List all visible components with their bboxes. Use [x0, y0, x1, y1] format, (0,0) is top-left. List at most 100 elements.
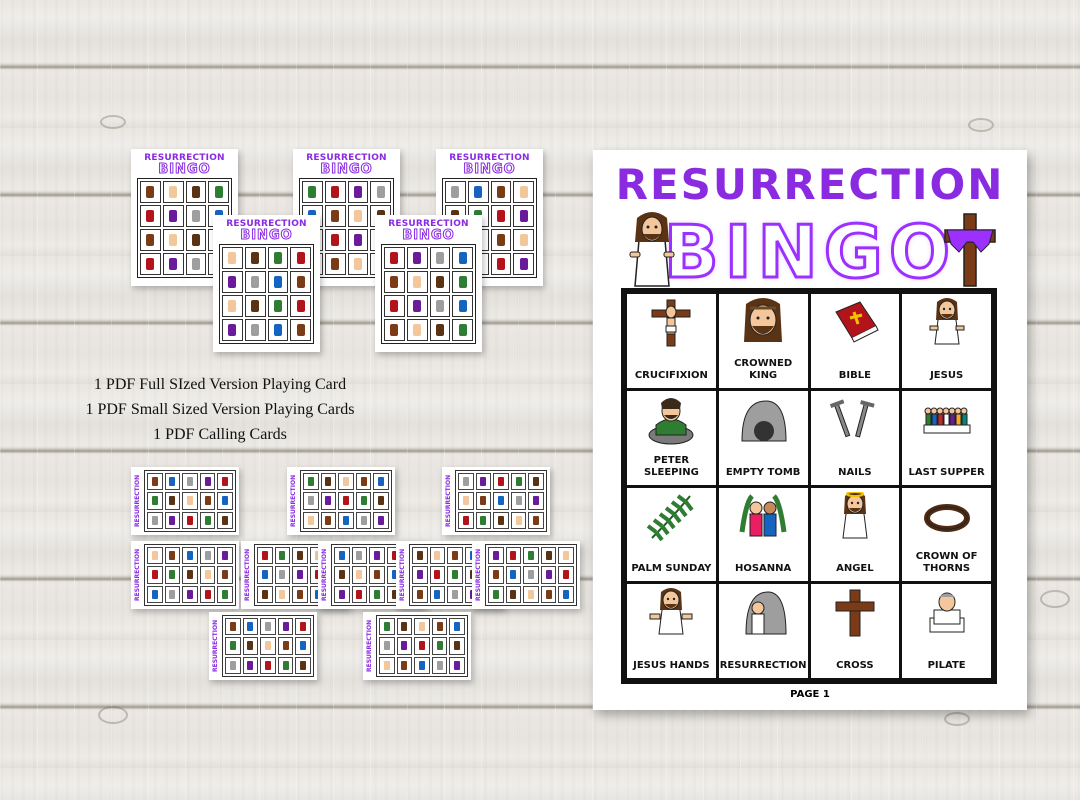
calling-card-cell	[558, 585, 574, 603]
small-card-cell	[429, 319, 451, 341]
calling-card-cell	[164, 511, 181, 529]
calling-card-cell	[164, 492, 181, 510]
small-card-cell	[452, 271, 473, 293]
calling-card-cell	[558, 566, 574, 584]
bingo-cell: PALM SUNDAY	[627, 487, 716, 582]
small-card-cell	[370, 181, 391, 203]
calling-card-cell	[412, 547, 428, 565]
calling-card-grid	[300, 470, 392, 532]
calling-card-title: RESURRECTION	[244, 548, 251, 602]
calling-card-cell	[260, 637, 276, 655]
calling-card-cell	[338, 511, 354, 529]
small-card-cell	[324, 181, 346, 203]
palm-leaf-icon	[647, 493, 694, 541]
small-card-subtitle: BINGO	[402, 228, 455, 243]
calling-card-cell	[505, 547, 522, 565]
bingo-cell: CROWN OF THORNS	[902, 487, 991, 582]
calling-card-cell	[449, 656, 465, 674]
calling-card-cell	[414, 618, 430, 636]
calling-card-cell	[414, 656, 430, 674]
small-bingo-card: RESURRECTION BINGO	[213, 215, 320, 352]
small-card-cell	[513, 181, 534, 203]
calling-card-cell	[147, 566, 163, 584]
calling-card-cell	[303, 511, 319, 529]
empty-tomb-icon	[741, 400, 787, 442]
bingo-cell: NAILS	[810, 390, 900, 485]
jesus-icon	[929, 298, 965, 345]
small-card-grid	[381, 244, 476, 344]
bingo-cell: JESUS	[902, 294, 991, 388]
calling-card-cell	[257, 585, 273, 603]
calling-card-cell	[540, 547, 557, 565]
small-card-cell	[290, 319, 311, 341]
small-card-subtitle: BINGO	[240, 228, 293, 243]
bingo-cell: CROSS	[810, 584, 900, 678]
small-card-cell	[513, 229, 534, 251]
calling-card-cell	[277, 618, 294, 636]
calling-card-cell	[396, 637, 413, 655]
small-card-cell	[267, 319, 289, 341]
calling-card-title: RESURRECTION	[399, 548, 406, 602]
calling-card-cell	[182, 473, 198, 491]
wood-knot	[1040, 590, 1070, 608]
bingo-cell-label: HOSANNA	[734, 563, 792, 575]
small-card-cell	[324, 229, 346, 251]
calling-card-cell	[379, 656, 395, 674]
calling-card-cell	[199, 473, 216, 491]
calling-card-cell	[274, 566, 291, 584]
calling-card-cell	[164, 473, 181, 491]
small-card-cell	[302, 181, 323, 203]
calling-card-cell	[523, 566, 539, 584]
calling-card-cell	[458, 492, 474, 510]
calling-card-cell	[274, 585, 291, 603]
small-card-cell	[347, 205, 369, 227]
bingo-cell-label: RESURRECTION	[719, 660, 807, 671]
small-card-title: RESURRECTION	[226, 219, 307, 229]
small-card-title: RESURRECTION	[449, 153, 530, 163]
calling-card: RESURRECTION	[131, 541, 239, 609]
small-card-cell	[490, 229, 512, 251]
crown-of-thorns-icon	[923, 503, 970, 532]
small-card-cell	[140, 253, 161, 275]
calling-card-cell	[147, 492, 163, 510]
small-card-cell	[513, 253, 534, 275]
small-card-cell	[185, 253, 207, 275]
small-card-cell	[222, 247, 243, 269]
calling-card-cell	[242, 618, 259, 636]
hosanna-icon	[739, 493, 787, 536]
calling-card-cell	[458, 473, 474, 491]
calling-card-cell	[260, 618, 276, 636]
last-supper-icon	[923, 407, 971, 434]
calling-card-cell	[488, 547, 504, 565]
calling-card-cell	[351, 547, 368, 565]
bingo-cell: HOSANNA	[718, 487, 808, 582]
bingo-cell: BIBLE	[810, 294, 900, 388]
calling-card-cell	[429, 585, 446, 603]
calling-card-cell	[303, 473, 319, 491]
small-card-grid	[219, 244, 314, 344]
small-card-cell	[452, 295, 473, 317]
small-card-cell	[140, 229, 161, 251]
calling-card-cell	[147, 473, 163, 491]
small-card-cell	[347, 253, 369, 275]
calling-card-cell	[295, 637, 311, 655]
calling-card-cell	[475, 473, 492, 491]
calling-card-title: RESURRECTION	[290, 474, 297, 528]
calling-card: RESURRECTION	[442, 467, 550, 535]
calling-card-cell	[199, 547, 216, 565]
bingo-cell: PETER SLEEPING	[627, 390, 716, 485]
calling-card: RESURRECTION	[209, 612, 317, 680]
bingo-cell-label: CRUCIFIXION	[634, 369, 708, 381]
calling-card-cell	[147, 585, 163, 603]
calling-card-cell	[182, 566, 198, 584]
calling-card-cell	[429, 566, 446, 584]
calling-card-cell	[373, 492, 389, 510]
small-card-cell	[162, 229, 184, 251]
small-card-cell	[406, 271, 428, 293]
small-card-cell	[162, 181, 184, 203]
calling-card-cell	[510, 473, 527, 491]
calling-card-title: RESURRECTION	[134, 548, 141, 602]
small-card-cell	[384, 247, 405, 269]
calling-card-cell	[396, 618, 413, 636]
peter-sleeping-icon	[648, 397, 694, 445]
